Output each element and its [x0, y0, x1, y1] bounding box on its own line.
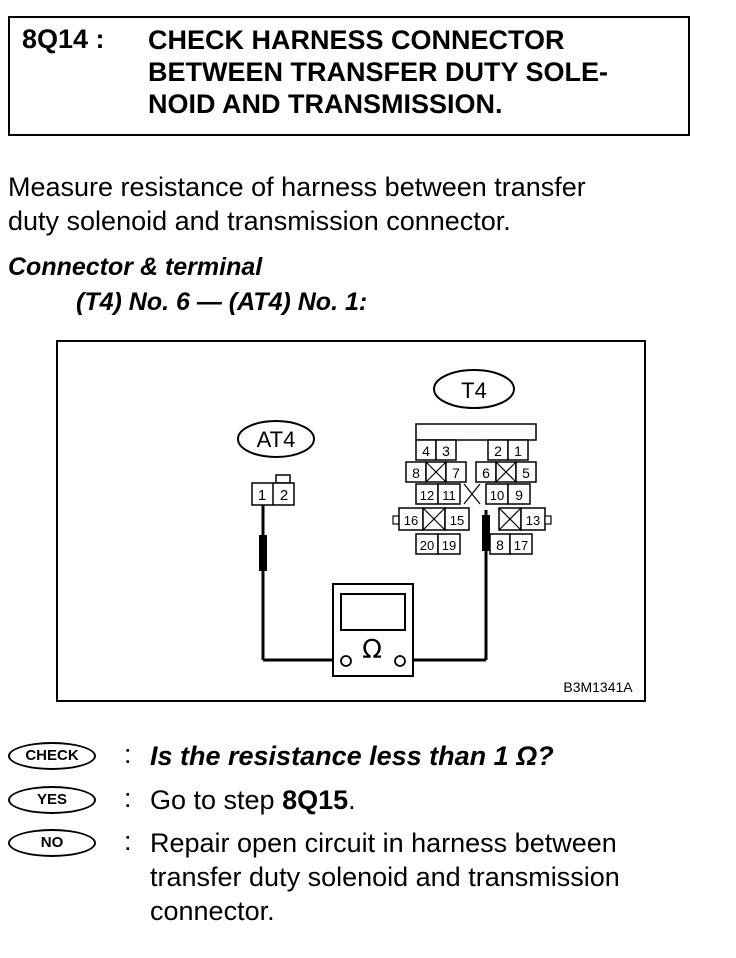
t4-pin-4: 4 — [422, 443, 430, 459]
t4-connector: 4 3 2 1 8 7 6 5 12 11 10 9 — [392, 423, 552, 555]
t4-pin-20: 20 — [420, 538, 434, 553]
t4-pin-13: 13 — [526, 513, 540, 528]
t4-pin-5: 5 — [522, 465, 530, 481]
t4-pin-16: 16 — [404, 513, 418, 528]
at4-pin-2: 2 — [280, 487, 288, 504]
connector-heading: Connector & terminal — [8, 253, 263, 281]
t4-pin-2: 2 — [494, 443, 502, 459]
t4-pin-9: 9 — [515, 487, 523, 503]
yes-step-ref: 8Q15 — [282, 785, 349, 815]
at4-pin-1: 1 — [258, 487, 266, 504]
ohm-symbol: Ω — [362, 635, 382, 665]
step-title: CHECK HARNESS CONNECTOR BETWEEN TRANSFER… — [148, 25, 609, 119]
t4-pin-8b: 8 — [496, 537, 504, 553]
step-id: 8Q14 : — [22, 24, 105, 54]
check-question: Is the resistance less than 1 Ω? — [150, 741, 554, 771]
t4-pin-1: 1 — [514, 443, 522, 459]
t4-pin-8: 8 — [412, 465, 420, 481]
instruction-text: Measure resistance of harness between tr… — [8, 172, 586, 236]
wiring-diagram: AT4 1 2 T4 4 3 2 1 8 7 6 5 — [56, 340, 646, 702]
t4-pin-11: 11 — [442, 488, 456, 503]
yes-text: Go to step 8Q15. — [150, 785, 356, 815]
t4-pin-12: 12 — [420, 488, 434, 503]
connector-detail: (T4) No. 6 — (AT4) No. 1: — [76, 288, 368, 316]
t4-pin-6: 6 — [482, 465, 490, 481]
t4-pin-10: 10 — [490, 488, 504, 503]
at4-label: AT4 — [257, 427, 296, 452]
no-badge: NO — [8, 829, 96, 857]
t4-pin-15: 15 — [450, 513, 464, 528]
yes-badge: YES — [8, 786, 96, 814]
check-badge: CHECK — [8, 742, 96, 770]
t4-pin-17: 17 — [514, 538, 528, 553]
at4-connector: 1 2 — [251, 474, 295, 506]
ohmmeter: Ω — [332, 583, 414, 677]
step-header: 8Q14 : CHECK HARNESS CONNECTOR BETWEEN T… — [8, 16, 690, 136]
t4-label-oval — [433, 369, 515, 409]
figure-code: B3M1341A — [563, 679, 633, 695]
t4-pin-7: 7 — [452, 465, 460, 481]
at4-label-oval — [237, 420, 315, 458]
t4-pin-19: 19 — [442, 538, 456, 553]
t4-pin-3: 3 — [442, 443, 450, 459]
no-text: Repair open circuit in harness between t… — [150, 828, 620, 926]
t4-label: T4 — [461, 378, 487, 403]
